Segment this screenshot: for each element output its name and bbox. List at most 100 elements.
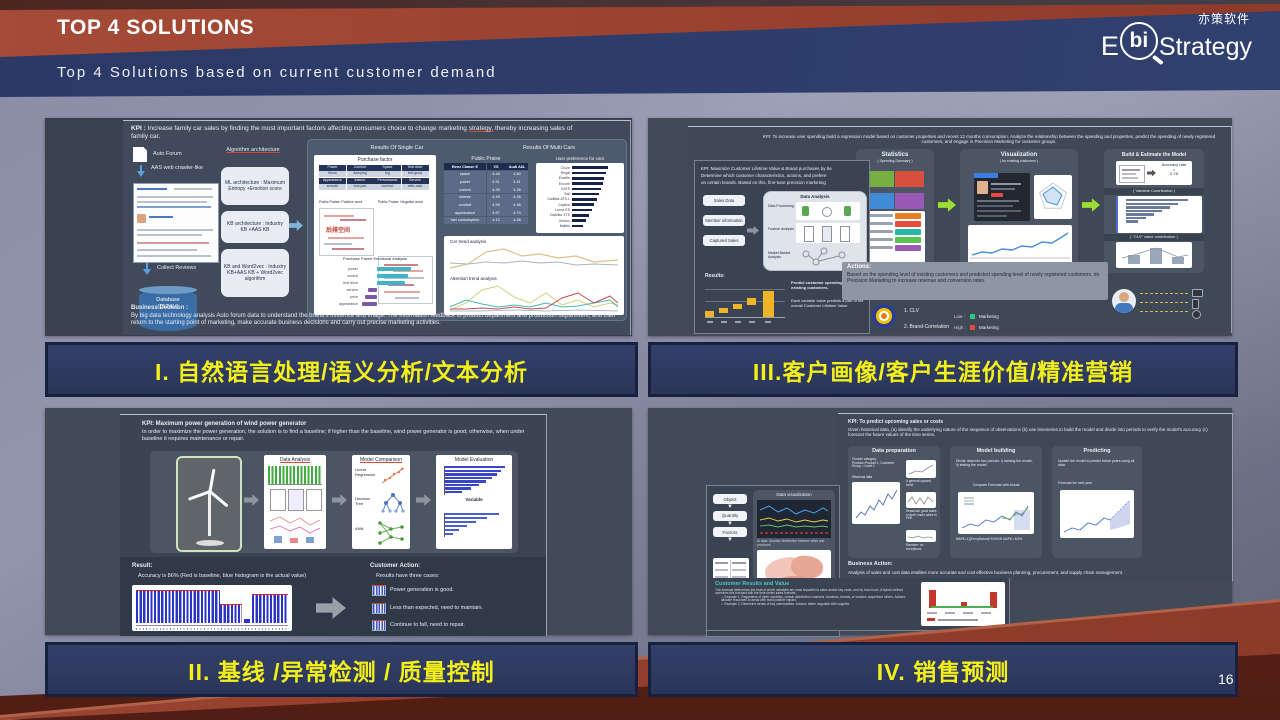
connector-line <box>1140 311 1188 312</box>
cell: fierce <box>319 171 346 178</box>
q4-dp2: Historical data <box>852 475 873 479</box>
q4-ba-text: Analysis of sales and cost data enables … <box>848 570 1124 575</box>
emo-row: control <box>328 272 416 279</box>
customer-avatar-icon <box>1112 289 1136 313</box>
praise-audi: 4.74 <box>506 209 528 217</box>
case-label: Continue to fall, need to repair. <box>390 622 465 629</box>
q1-results-panel: Results Of Single Car Results Of Multi C… <box>307 139 627 321</box>
pink-scribble-chart <box>269 516 321 543</box>
praise-row: comfort 4.55 4.46 <box>444 201 529 209</box>
q2-da-row1: Data Processing <box>768 204 794 208</box>
green-arrow-icon <box>1082 198 1100 212</box>
magnifier-circle-icon: bi <box>1119 22 1164 65</box>
legend-chip <box>927 618 935 621</box>
q3-variable-title: Variable <box>465 497 483 502</box>
case-label: Less than expected, need to maintain. <box>390 604 483 611</box>
battery-diagram <box>306 489 322 511</box>
q2-front-kpi1: KPI: Maximize Customer Lifetime Value & … <box>701 166 832 171</box>
emo-track <box>360 287 416 292</box>
pref-label: Lexus ES <box>555 208 570 213</box>
q4-kpi-label: KPI: To predict upcoming sales or costs <box>848 419 944 425</box>
quadrant-4-panel: KPI: To predict upcoming sales or costs … <box>648 408 1233 637</box>
source-box: Captured Sales <box>703 235 745 246</box>
stats-detail-card <box>865 211 925 263</box>
pref-row: Cadillac ATS-L <box>536 197 624 202</box>
forecast-vs-actual-chart <box>958 492 1034 534</box>
praise-benz: 4.39 <box>486 186 506 194</box>
pref-bar <box>572 176 604 180</box>
praise-h1: Benz Classe E <box>444 163 486 171</box>
pref-row: Sail <box>536 191 624 196</box>
chip-row <box>867 220 923 227</box>
emo-row: price <box>328 293 416 300</box>
q2-legend2: 2. Brand-Correlation <box>904 324 950 330</box>
down-arrow-icon <box>143 263 151 275</box>
dv-dark-chart <box>757 500 831 538</box>
quadrant-2-panel: KPI: To increase user spending build a r… <box>648 118 1232 336</box>
flow-box: Factors <box>713 527 747 538</box>
cell: Service <box>401 177 429 184</box>
emo-track <box>360 266 416 271</box>
ebistrategy-logo: E bi Strategy <box>1101 22 1252 65</box>
q1-kpi-a: Increase family car sales by finding the… <box>147 125 469 132</box>
q4-mb2: Compare Forecast with Actual <box>972 483 1020 487</box>
mini-model-chart <box>1119 165 1145 183</box>
q1-praise-title: Public Praise <box>471 156 501 162</box>
spending-line-chart <box>968 225 1072 265</box>
q4-crv3: ✓ Example 2: Determine trends of key com… <box>721 601 850 606</box>
pref-bar <box>572 192 599 196</box>
q1-kpi-b: thereby increasing sales of family car. <box>131 125 573 141</box>
q4-map-caption: AI data: Quantity distribution between c… <box>757 539 825 547</box>
connector-line <box>1140 302 1188 303</box>
q4-crv-title: Customer Results and Value <box>715 581 790 587</box>
down-arrow-icon: ▼ <box>727 537 733 544</box>
q1-decision-label: Business Decision : <box>131 305 189 311</box>
q4-mb1: Divide data into two periods: i) trainin… <box>956 459 1033 467</box>
praise-audi: 4.28 <box>506 216 528 224</box>
q3-model-comparison-box: Model Comparison Linear Regression Decis… <box>352 455 410 549</box>
random-mini-chart <box>906 530 936 542</box>
battery-diagram <box>270 489 286 511</box>
q3-p2-title: Model Comparison <box>360 457 402 463</box>
pref-bar <box>572 166 608 169</box>
q3-result-band: Result: Accuracy is 86% (Red is baseline… <box>120 557 546 636</box>
evaluation-bars <box>444 466 509 495</box>
pref-bar <box>572 171 606 175</box>
q2-viz-title: Visualization <box>1000 152 1038 158</box>
q1-business-decision: Business Decision : By big data technolo… <box>131 305 623 328</box>
cell: Performance <box>374 177 401 184</box>
build-model-panel: Build & Estimate the Model Accuracy rate… <box>1104 149 1204 273</box>
emo-bar <box>362 301 377 306</box>
emo-row: test drive <box>328 279 416 286</box>
scatter-chart <box>381 467 405 484</box>
baseline-histogram <box>132 585 292 631</box>
q2-front-kpi2: Determine which customer characteristics… <box>701 173 827 178</box>
pref-row: Lexus ES <box>536 207 624 212</box>
pref-label: Cadillac XTS <box>549 213 570 218</box>
quadrant-1-panel: KPI : Increase family car sales by findi… <box>45 118 632 336</box>
accuracy-text: Accuracy rate = 0.78 <box>1158 162 1190 177</box>
emo-track <box>360 273 416 278</box>
q2-da-row2: Feature Analysis <box>768 227 794 231</box>
cell: Interior <box>346 177 374 184</box>
emo-track <box>360 294 416 299</box>
emo-label: power <box>348 266 358 271</box>
cell: Space <box>374 165 401 171</box>
praise-audi: 4.26 <box>506 193 528 201</box>
pref-bar <box>572 203 594 207</box>
pref-row: Cruze <box>536 165 624 170</box>
q3-p3-title: Model Evaluation <box>454 457 494 463</box>
radar-chart <box>1039 182 1067 209</box>
praise-row: control 4.39 4.26 <box>444 186 529 194</box>
acc-line2: = <box>1172 166 1176 172</box>
flow-item: Quantity ▼ <box>713 510 747 528</box>
emo-row: appearance <box>328 300 416 307</box>
q3-model-evaluation-box: Model Evaluation Variable <box>436 455 512 549</box>
right-arrow-icon <box>747 225 759 236</box>
down-arrow-icon: ▼ <box>727 520 733 527</box>
q2-legend1: 1. CLV <box>904 308 919 314</box>
emo-row: service <box>328 286 416 293</box>
q4-ba-label: Business Action: <box>848 561 893 567</box>
praise-rows: space 4.48 4.80 power 4.51 4.41 <box>444 170 529 224</box>
